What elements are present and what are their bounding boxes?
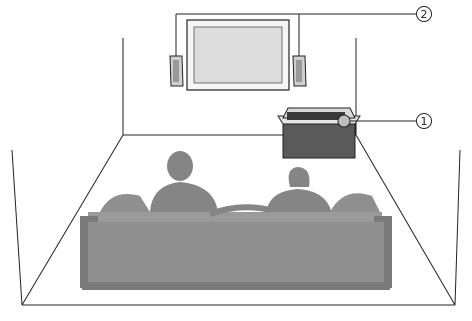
speaker-icon xyxy=(293,56,306,86)
right-front-speaker-grille xyxy=(296,60,302,82)
left-front-speaker-grille xyxy=(173,60,179,82)
tv-icon xyxy=(187,20,289,90)
receiver-table xyxy=(283,123,355,158)
person-icon xyxy=(150,151,218,212)
av-receiver-icon xyxy=(278,108,360,158)
sofa-base xyxy=(82,282,390,290)
man-body xyxy=(150,182,218,212)
woman-head xyxy=(289,167,310,187)
speaker-icon xyxy=(170,56,183,86)
person-icon xyxy=(266,167,332,214)
front-right-wall-edge xyxy=(455,150,460,305)
receiver-volume-knob xyxy=(338,115,350,127)
front-left-wall-edge xyxy=(12,150,22,305)
callout-2-marker: 2 xyxy=(417,7,432,22)
callout-2-label: 2 xyxy=(421,8,428,21)
callout-1-label: 1 xyxy=(421,115,428,128)
receiver-front-panel xyxy=(287,112,345,120)
callout-1-marker: 1 xyxy=(417,114,432,129)
woman-body xyxy=(266,189,332,214)
sofa-front xyxy=(88,222,384,282)
tv-screen xyxy=(194,27,282,83)
sofa-back-left-cushion xyxy=(100,194,150,212)
sofa-icon xyxy=(80,193,392,290)
sofa-back-right-cushion xyxy=(330,193,380,212)
man-head xyxy=(167,151,193,181)
